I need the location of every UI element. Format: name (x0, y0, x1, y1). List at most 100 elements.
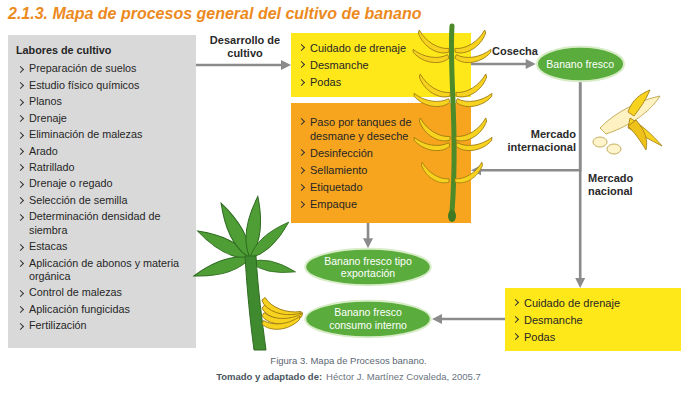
arrow-head (281, 60, 291, 70)
banana-slice (607, 144, 621, 154)
flow-arrow (471, 59, 536, 69)
list-item: Sellamiento (297, 163, 434, 177)
ellipse-shape (537, 47, 624, 82)
product-ellipse: Banano fresco tipo exportación (304, 248, 432, 286)
edge-label: Cosecha (488, 45, 542, 58)
figure-title: 2.1.3. Mapa de procesos general del cult… (8, 5, 421, 23)
process-box: Cuidado de drenajeDesmanchePodas (505, 288, 681, 351)
list-item: Estudio físico químicos (16, 79, 190, 92)
peeled-banana (593, 90, 662, 154)
banana-flesh (600, 96, 660, 134)
bullet-chevron (17, 214, 24, 221)
list-text: Fertilización (29, 319, 87, 331)
banana-peel (628, 120, 647, 150)
banana (415, 72, 452, 102)
list-item: Eliminación de malezas (16, 128, 190, 141)
banana (262, 311, 303, 324)
list-item: Desmanche (511, 313, 673, 327)
list-text: Sellamiento (310, 164, 367, 176)
banana (412, 135, 450, 153)
list-item: Drenaje o regado (16, 177, 190, 190)
plant-leaf (245, 219, 293, 262)
list-text: Cuidado de drenaje (524, 297, 620, 309)
bunch-stalk (451, 26, 454, 212)
caption-row: Figura 3. Mapa de Procesos banano. (0, 355, 697, 366)
edge-label: Desarrollo de cultivo (200, 34, 290, 60)
list-item: Aplicación fungicidas (16, 303, 190, 316)
list-text: Podas (524, 331, 555, 343)
list-text: Desmanche (524, 314, 583, 326)
list-item: Etiquetado (297, 180, 434, 194)
list-item: Desinfección (297, 146, 434, 160)
bullet-chevron (17, 197, 24, 204)
plant-leaf (216, 200, 255, 262)
bullet-chevron (298, 184, 305, 191)
bullet-chevron (512, 316, 519, 323)
bullet-chevron (298, 78, 305, 85)
bullet-chevron (17, 181, 24, 188)
plant-leaf (195, 224, 253, 265)
list-item: Drenaje (16, 112, 190, 125)
list-text: Empaque (310, 198, 357, 210)
arrow-line (367, 223, 370, 240)
list-item: Determinación densidad de siembra (16, 210, 190, 236)
bullet-chevron (17, 66, 24, 73)
bullet-chevron (17, 306, 24, 313)
source-note: Tomado y adaptado de: (216, 371, 322, 382)
banana (411, 47, 449, 65)
flow-arrow (196, 60, 291, 70)
bullet-chevron (298, 166, 305, 173)
bullet-chevron (298, 44, 305, 51)
flow-arrow (575, 82, 585, 288)
list-item: Podas (511, 330, 673, 344)
edge-label: Mercado internacional (484, 128, 576, 154)
list-text: Drenaje o regado (29, 177, 112, 189)
arrow-line (196, 64, 283, 67)
arrow-line (579, 82, 582, 280)
bullet-chevron (298, 201, 305, 208)
banana (418, 161, 451, 188)
list-item: Ratrillado (16, 161, 190, 174)
process-box: Cuidado de drenajeDesmanchePodas (291, 33, 471, 97)
list-item: Planos (16, 95, 190, 108)
bullet-chevron (17, 323, 24, 330)
ellipse-text-wrap: Banano fresco (546, 58, 614, 71)
banana-bunch (411, 26, 494, 222)
banana (259, 297, 301, 321)
arrow-line (471, 63, 527, 66)
bullet-chevron (17, 290, 24, 297)
ellipse-shape (305, 301, 430, 337)
list-text: Cuidado de drenaje (310, 42, 406, 54)
banana-plant (192, 195, 297, 350)
list-item: Selección de semilla (16, 194, 190, 207)
list-text: Preparación de suelos (29, 62, 136, 74)
list-item: Cuidado de drenaje (511, 296, 673, 310)
ellipse-text-wrap: Banano fresco tipo exportación (318, 255, 418, 280)
bullet-chevron (17, 148, 24, 155)
arrow-head (575, 278, 585, 288)
flow-arrow (432, 314, 505, 324)
bullet-chevron (17, 132, 24, 139)
list-text: Control de malezas (29, 286, 122, 298)
list-item: Control de malezas (16, 286, 190, 299)
banana (261, 314, 301, 332)
flow-arrow (471, 82, 580, 175)
bullet-chevron (17, 260, 24, 267)
bullet-chevron (298, 61, 305, 68)
list-text: Paso por tanques de desmane y deseche (310, 116, 412, 142)
banana (453, 161, 486, 188)
node-label: Banano fresco consumo interno (318, 306, 418, 331)
source-note: Héctor J. Martínez Covaleda, 2005.7 (326, 371, 481, 382)
list-text: Aplicación fungicidas (29, 303, 130, 315)
list-item: Arado (16, 145, 190, 158)
list-text: Desmanche (310, 59, 369, 71)
banana (415, 116, 452, 146)
bullet-chevron (512, 333, 519, 340)
ellipse-text-wrap: Banano fresco consumo interno (318, 306, 418, 331)
banana (454, 116, 491, 146)
bunch-tip (448, 210, 456, 222)
bullet-chevron (298, 118, 305, 125)
flow-arrow (363, 223, 373, 248)
list-text: Desinfección (310, 147, 373, 159)
